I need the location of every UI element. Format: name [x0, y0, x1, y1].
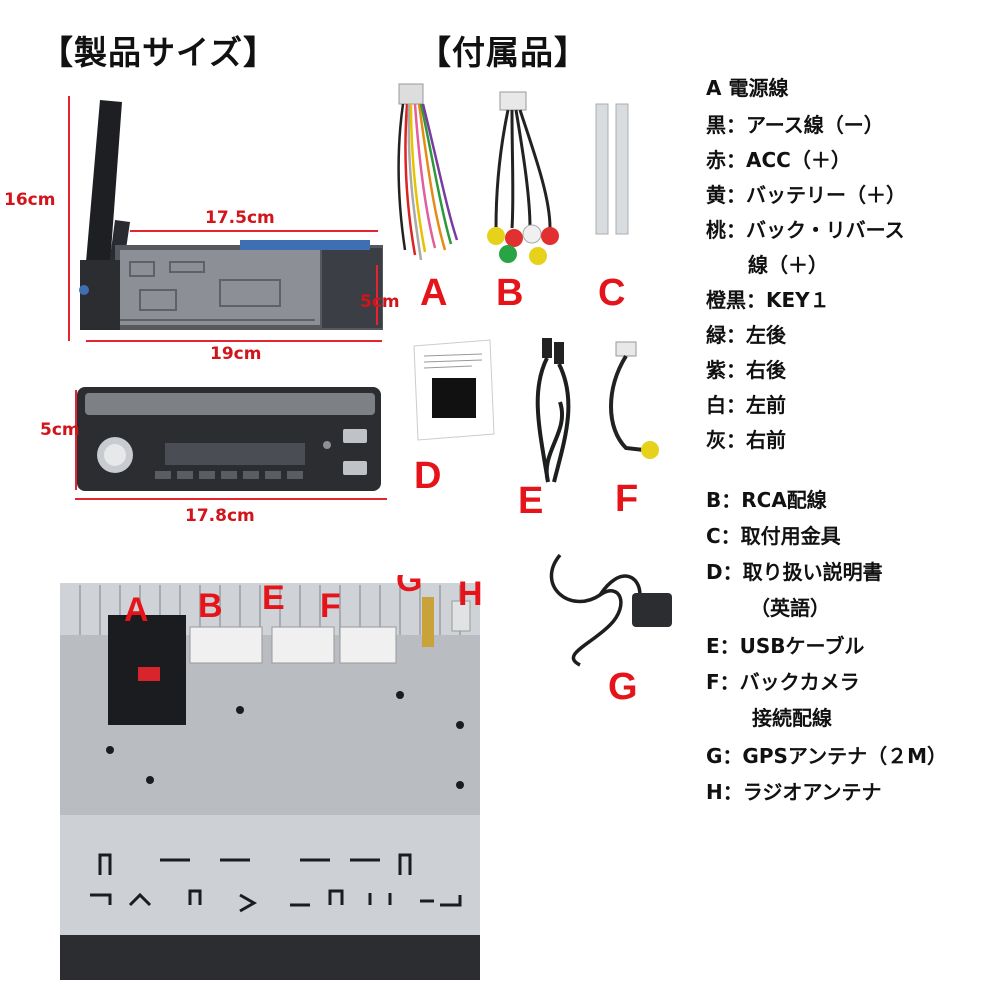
legend-other-item: （英語）: [750, 596, 830, 620]
accessory-letter-d: D: [414, 455, 442, 497]
accessory-letter-g: G: [608, 666, 638, 708]
front-width-guide-line: [75, 498, 387, 500]
legend-other-item: 接続配線: [752, 706, 832, 730]
legend-a-item: 紫：右後: [706, 358, 786, 382]
power-wire-image: [397, 83, 459, 261]
front-height-guide-line: [75, 390, 77, 490]
legend-a-item: 赤：ACC（＋）: [706, 148, 851, 172]
dim-depth-total: 19cm: [210, 344, 262, 364]
legend-other-item: H：ラジオアンテナ: [706, 780, 882, 804]
accessory-letter-f: F: [615, 478, 639, 520]
dim-height-side: 16cm: [4, 190, 56, 210]
usb-cable-image: [535, 338, 571, 483]
total-depth-guide-line: [86, 340, 382, 342]
front-view-image: [77, 387, 381, 491]
accessory-letter-a: A: [420, 272, 448, 314]
height-guide-line: [68, 96, 70, 341]
brackets-image: [595, 103, 629, 235]
legend-other-item: E：USBケーブル: [706, 634, 865, 658]
legend-a-item: 黒：アース線（ー）: [706, 113, 884, 137]
rear-label-e: E: [262, 579, 285, 617]
legend-other-item: F：バックカメラ: [706, 670, 860, 694]
rear-label-a: A: [124, 591, 149, 629]
manual-image: [413, 339, 495, 441]
rear-label-h: H: [458, 575, 483, 613]
body-height-guide-line: [376, 265, 378, 325]
dim-front-width: 17.8cm: [185, 506, 255, 526]
legend-a-item: 灰：右前: [706, 428, 786, 452]
rear-label-g: G: [396, 575, 422, 599]
legend-a-item: 黄：バッテリー（＋）: [706, 183, 906, 207]
legend-a-item: 線（＋）: [748, 253, 828, 277]
legend-a-item: 橙黒：KEY１: [706, 288, 830, 312]
legend-a-item: 緑：左後: [706, 323, 786, 347]
accessories-header: 【付属品】: [418, 33, 588, 72]
legend-a-title: A 電源線: [706, 76, 789, 100]
rca-wire-image: [487, 91, 559, 265]
rear-label-f: F: [320, 587, 341, 625]
product-size-header: 【製品サイズ】: [40, 33, 278, 72]
rear-view-image: A B E F G H: [60, 575, 483, 980]
legend-other-item: C：取付用金具: [706, 524, 841, 548]
legend-other-item: D：取り扱い説明書: [706, 560, 883, 584]
side-view-image: [79, 100, 383, 330]
dim-height-body: 5cm: [360, 292, 400, 312]
depth-guide-line: [130, 230, 378, 232]
legend-other-item: B：RCA配線: [706, 488, 827, 512]
accessory-letter-e: E: [518, 480, 544, 522]
gps-antenna-image: [549, 553, 672, 667]
legend-other-item: G：GPSアンテナ（２M）: [706, 744, 947, 768]
dim-depth-body: 17.5cm: [205, 208, 275, 228]
camera-wire-image: [609, 341, 659, 459]
legend-a-item: 桃：バック・リバース: [706, 218, 905, 242]
dim-front-height: 5cm: [40, 420, 80, 440]
accessory-letter-b: B: [496, 272, 524, 314]
accessory-letter-c: C: [598, 272, 626, 314]
rear-label-b: B: [198, 587, 223, 625]
legend-a-item: 白：左前: [706, 393, 786, 417]
